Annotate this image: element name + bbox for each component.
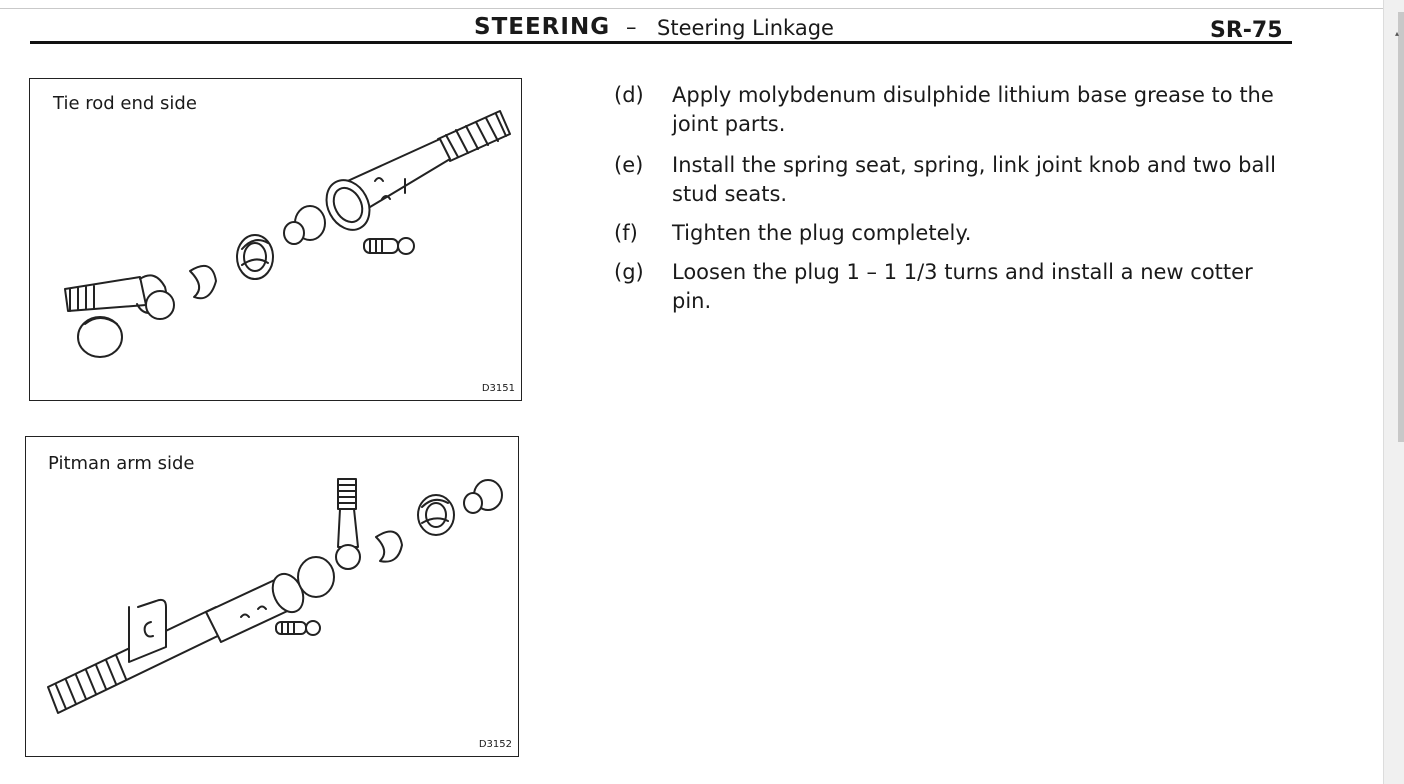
- figure-label: Pitman arm side: [48, 453, 195, 474]
- step-d: (d) Apply molybdenum disulphide lithium …: [614, 81, 1294, 141]
- step-text: Loosen the plug 1 – 1 1/3 turns and inst…: [672, 260, 1253, 313]
- step-letter: (g): [614, 260, 644, 284]
- subsection-title: Steering Linkage: [657, 16, 834, 40]
- step-e: (e) Install the spring seat, spring, lin…: [614, 151, 1294, 211]
- step-g: (g) Loosen the plug 1 – 1 1/3 turns and …: [614, 258, 1294, 318]
- figure-tie-rod-end-side: Tie rod end side D3151: [29, 78, 522, 401]
- header-rule: [30, 41, 1292, 44]
- tie-rod-end-exploded-view: [64, 110, 511, 358]
- scrollbar-thumb[interactable]: [1398, 12, 1404, 442]
- step-letter: (d): [614, 83, 644, 107]
- figure-pitman-arm-side: Pitman arm side D3152: [25, 436, 519, 757]
- step-letter: (f): [614, 221, 638, 245]
- figure-code: D3152: [478, 739, 512, 750]
- viewer-top-border: [0, 8, 1383, 9]
- page-number: SR-75: [1210, 18, 1283, 43]
- figure-label: Tie rod end side: [53, 93, 197, 114]
- step-text: Apply molybdenum disulphide lithium base…: [672, 83, 1274, 136]
- scroll-up-icon[interactable]: ▴: [1395, 29, 1400, 38]
- step-text: Tighten the plug completely.: [672, 221, 972, 245]
- figure-code: D3151: [481, 383, 515, 394]
- step-f: (f) Tighten the plug completely.: [614, 219, 1294, 249]
- pitman-arm-exploded-view: [47, 478, 503, 714]
- title-separator: –: [626, 15, 637, 39]
- page-header: STEERING – Steering Linkage SR-75: [30, 12, 1292, 46]
- step-letter: (e): [614, 153, 644, 177]
- step-text: Install the spring seat, spring, link jo…: [672, 153, 1276, 206]
- section-title: STEERING: [474, 14, 611, 40]
